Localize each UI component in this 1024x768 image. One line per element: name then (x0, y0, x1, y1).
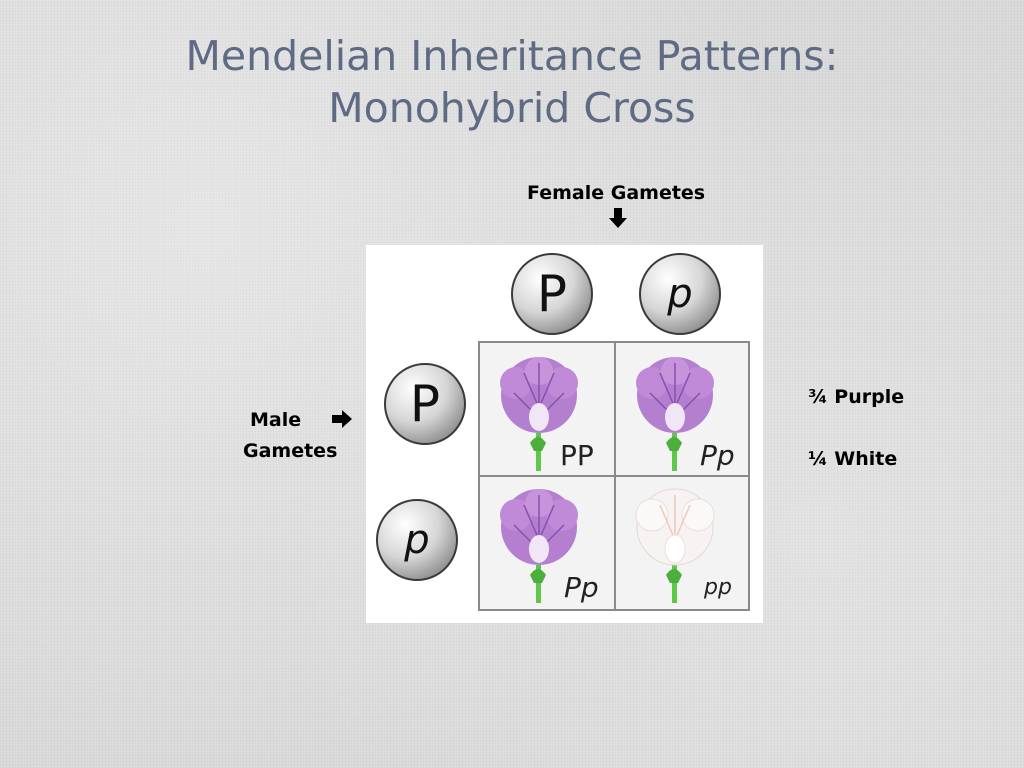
title-line-1: Mendelian Inheritance Patterns: (185, 32, 839, 80)
slide-title: Mendelian Inheritance Patterns: Monohybr… (0, 30, 1024, 134)
genotype-label: Pp (700, 439, 735, 472)
genotype-label: PP (560, 439, 594, 472)
arrow-right-icon (330, 408, 354, 436)
purple-flower-icon (636, 357, 714, 471)
purple-ratio: ¾ Purple (808, 386, 905, 408)
female-gametes-label: Female Gametes (527, 182, 706, 204)
female-allele-dominant: P (511, 253, 593, 335)
male-allele-recessive: p (376, 499, 458, 581)
purple-flower-icon (500, 357, 578, 471)
gametes-label: Gametes (243, 440, 338, 462)
male-allele-dominant: P (384, 363, 466, 445)
grid-divider-horizontal (480, 475, 748, 477)
title-line-2: Monohybrid Cross (328, 84, 696, 132)
genotype-label: pp (704, 575, 732, 600)
cell-pp-heterozygous-bottom: Pp (480, 477, 614, 609)
punnett-grid: PP Pp (478, 341, 750, 611)
purple-flower-icon (500, 489, 578, 603)
female-allele-recessive: p (639, 253, 721, 335)
cell-pp-heterozygous-top: Pp (616, 343, 750, 475)
arrow-down-icon-svg (609, 208, 627, 228)
white-ratio: ¼ White (808, 448, 898, 470)
white-flower-icon (635, 488, 715, 603)
genotype-label: Pp (564, 571, 599, 604)
arrow-right-icon-svg (332, 410, 352, 428)
cell-pp-dominant: PP (480, 343, 614, 475)
male-label: Male (250, 409, 302, 431)
cell-pp-recessive: pp (616, 477, 750, 609)
arrow-down-icon (607, 206, 629, 236)
punnett-square-panel: P p P p PP (366, 245, 763, 623)
